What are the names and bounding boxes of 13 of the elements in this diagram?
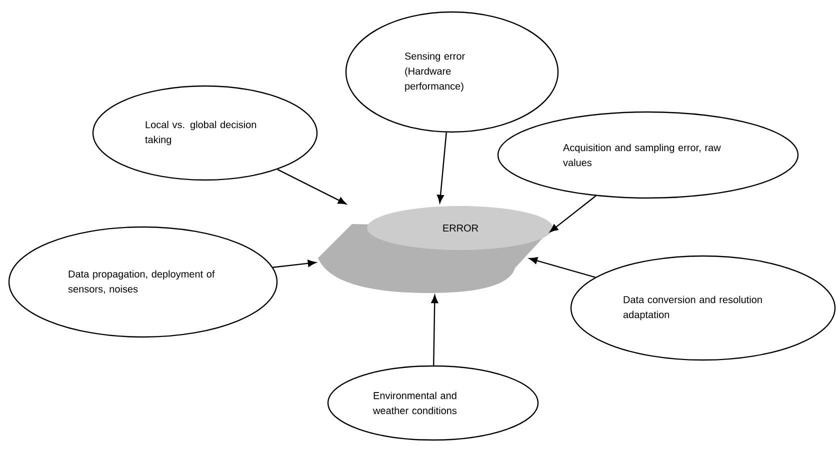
arrow bbox=[272, 260, 316, 268]
arrow bbox=[550, 195, 596, 232]
arrow bbox=[431, 294, 438, 366]
arrow bbox=[277, 168, 346, 204]
ellipse-node: Local vs. global decision taking bbox=[92, 85, 318, 181]
ellipse-node: Acquisition and sampling error, raw values bbox=[497, 111, 799, 199]
ellipse-node: Environmental and weather conditions bbox=[327, 365, 539, 441]
ellipse-node: Sensing error (Hardware performance) bbox=[345, 11, 559, 133]
ellipse-node: Data conversion and resolution adaptation bbox=[570, 255, 836, 361]
ellipse-node: Data propagation, deployment of sensors, noises bbox=[8, 226, 278, 338]
arrow bbox=[529, 257, 596, 278]
arrow bbox=[436, 132, 447, 204]
error-disk: ERROR bbox=[318, 206, 553, 293]
